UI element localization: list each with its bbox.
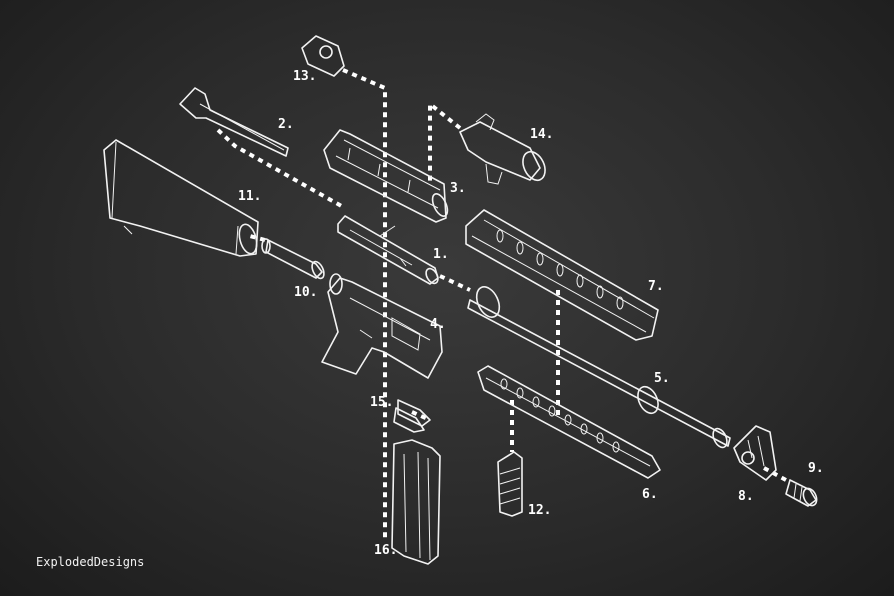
callout-8: 8. xyxy=(738,489,754,504)
guide-cartridges xyxy=(411,410,431,422)
callout-10: 10. xyxy=(294,285,317,300)
callout-1: 1. xyxy=(433,247,449,262)
callout-11: 11. xyxy=(238,189,261,204)
assembly-guides xyxy=(216,68,787,540)
guide-buffer-tube xyxy=(249,234,266,242)
brand-logo-text: ExplodedDesigns xyxy=(36,555,145,569)
optic-scope xyxy=(459,113,546,185)
callout-6: 6. xyxy=(642,487,658,502)
guide-scope xyxy=(428,99,462,185)
guide-flash-hider xyxy=(763,466,787,482)
guide-barrel xyxy=(439,274,471,292)
handguard-vent-holes xyxy=(500,378,620,453)
barrel xyxy=(467,286,731,449)
bolt-carrier-group xyxy=(337,215,439,285)
cartridges xyxy=(393,399,431,433)
callout-5: 5. xyxy=(654,371,670,386)
lower-handguard xyxy=(477,365,661,479)
magazine xyxy=(391,439,441,565)
rear-sight xyxy=(301,35,345,77)
rail-slots xyxy=(496,229,624,310)
callout-9: 9. xyxy=(808,461,824,476)
callout-16: 16. xyxy=(374,543,397,558)
front-sight xyxy=(733,425,777,481)
callout-3: 3. xyxy=(450,181,466,196)
callout-15: 15. xyxy=(370,395,393,410)
callout-4: 4. xyxy=(430,317,446,332)
guide-charging-handle xyxy=(216,128,346,210)
buttstock xyxy=(103,139,259,257)
callout-13: 13. xyxy=(293,69,316,84)
flash-hider xyxy=(785,479,818,507)
buffer-tube xyxy=(261,238,325,280)
callout-labels: 1. 2. 3. 4. 5. 6. 7. 8. 9. 10. 11. 12. 1… xyxy=(238,69,824,558)
upper-receiver xyxy=(323,129,449,223)
vertical-foregrip xyxy=(497,451,523,517)
callout-12: 12. xyxy=(528,503,551,518)
charging-handle xyxy=(179,87,289,157)
upper-rail-handguard xyxy=(465,209,659,341)
lower-receiver xyxy=(321,273,443,379)
callout-7: 7. xyxy=(648,279,664,294)
callout-14: 14. xyxy=(530,127,553,142)
callout-2: 2. xyxy=(278,117,294,132)
